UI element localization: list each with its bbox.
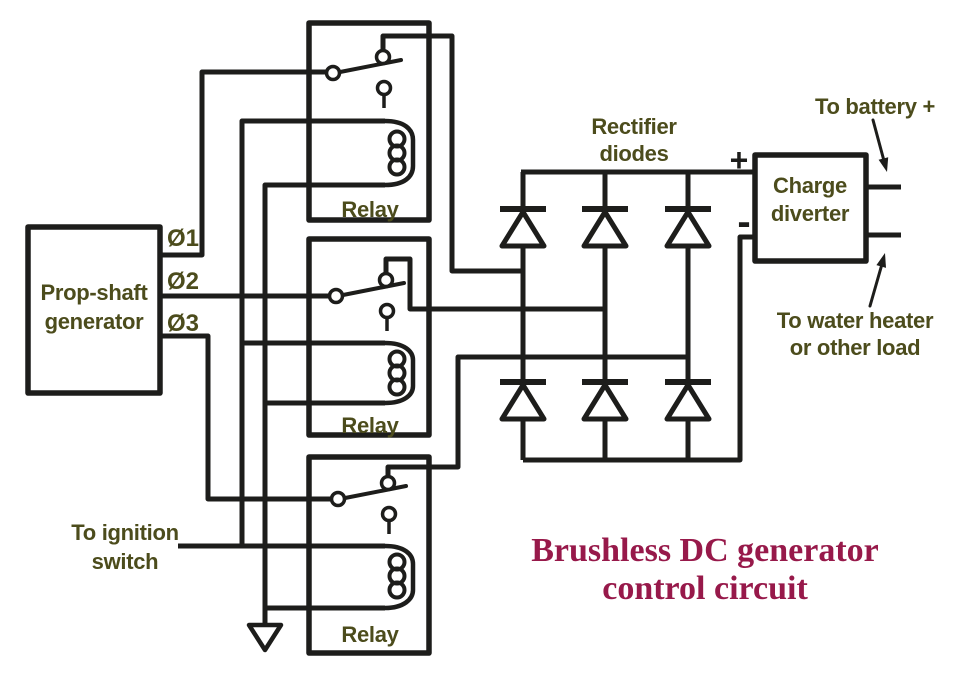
relay1-switch-icon	[324, 48, 403, 110]
charge-diverter-label-line2: diverter	[771, 201, 850, 226]
charge-diverter-label-line1: Charge	[773, 173, 847, 198]
load-annotation-label-line2: or other load	[790, 335, 921, 360]
relay1-coil-rings	[387, 129, 407, 177]
relay1-coil-icon	[384, 118, 416, 188]
charge-diverter-box	[752, 152, 869, 264]
load-arrow-icon	[868, 253, 886, 308]
battery-annotation-label: To battery +	[815, 94, 935, 119]
phase1-wire	[160, 69, 326, 258]
relay2-label: Relay	[341, 413, 399, 438]
relay3-label: Relay	[341, 622, 399, 647]
generator-label-line1: Prop-shaft	[40, 280, 148, 305]
diode-icon	[665, 209, 711, 246]
relay-1: Relay	[306, 20, 523, 274]
control-buses: To ignition switch	[71, 118, 385, 653]
relay2-output-wire	[383, 256, 605, 312]
relay2-switch-icon	[327, 271, 406, 333]
relay-3: Relay	[306, 354, 688, 656]
relay1-label: Relay	[341, 197, 399, 222]
plus-sign: +	[730, 142, 749, 178]
annotations: To battery + To water heater or other lo…	[777, 94, 936, 360]
phase-wires: Ø1 Ø2 Ø3	[160, 69, 331, 502]
phase3-label: Ø3	[167, 310, 199, 337]
relay2-coil-rings	[387, 349, 407, 397]
load-annotation-label-line1: To water heater	[777, 308, 934, 333]
title-line1: Brushless DC generator	[531, 532, 879, 569]
rectifier-label-line2: diodes	[599, 141, 668, 166]
ground-icon	[246, 622, 284, 653]
relay1-output-wire	[380, 33, 523, 274]
relay3-box	[306, 454, 432, 656]
relay3-output-wire	[385, 354, 688, 476]
diode-icon	[582, 209, 628, 246]
relay2-box	[306, 236, 432, 438]
relay1-box	[306, 20, 432, 223]
diode-icon	[665, 382, 711, 419]
minus-bus-wire	[523, 234, 755, 463]
diode-icon	[500, 382, 546, 419]
phase1-label: Ø1	[167, 225, 199, 252]
generator-box	[25, 224, 163, 396]
relay3-switch-icon	[329, 474, 408, 536]
diode-icon	[500, 209, 546, 246]
ignition-label-line2: switch	[92, 549, 159, 574]
ground-bus-wire	[262, 182, 385, 625]
relay3-coil-icon	[384, 543, 416, 611]
title-line2: control circuit	[602, 570, 808, 607]
battery-arrow-icon	[871, 118, 889, 172]
generator-label-line2: generator	[45, 309, 145, 334]
relay2-coil-icon	[384, 340, 416, 406]
prop-shaft-generator: Prop-shaft generator	[25, 224, 163, 396]
rectifier-bridge: Rectifier diodes + -	[500, 114, 755, 463]
phase3-wire	[160, 333, 331, 502]
diagram-title: Brushless DC generator control circuit	[531, 532, 879, 607]
ignition-bus-wire	[239, 118, 385, 546]
minus-sign: -	[737, 200, 750, 244]
relay-2: Relay	[306, 236, 605, 438]
relay3-coil-rings	[387, 552, 407, 600]
rectifier-label-line1: Rectifier	[591, 114, 677, 139]
diode-icon	[582, 382, 628, 419]
phase2-label: Ø2	[167, 268, 199, 295]
ignition-label-line1: To ignition	[71, 520, 178, 545]
charge-diverter: Charge diverter	[752, 152, 901, 264]
